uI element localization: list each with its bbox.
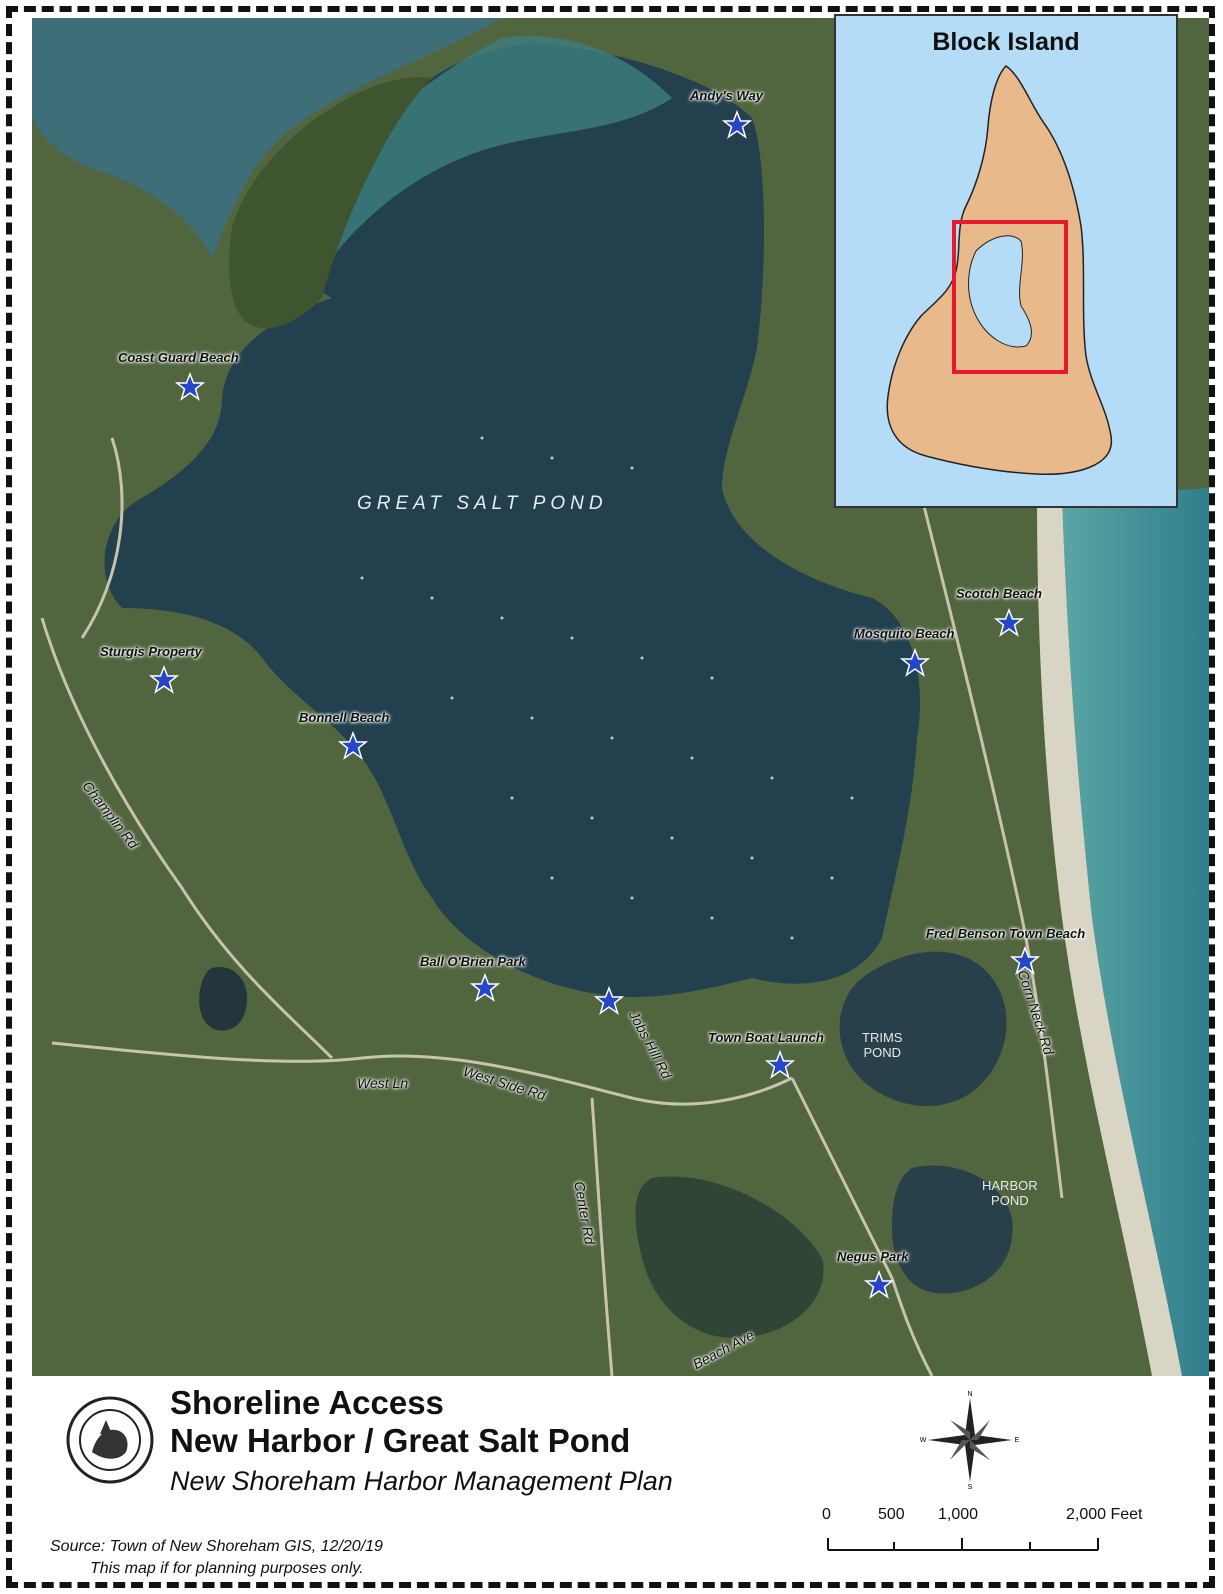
scale-label-2000: 2,000 Feet xyxy=(1066,1506,1143,1523)
inset-title: Block Island xyxy=(932,28,1080,56)
label-bonnell-beach: Bonnell Beach xyxy=(299,710,390,725)
access-star-ball-obrien-park[interactable] xyxy=(470,973,500,1003)
legend-panel: Shoreline Access New Harbor / Great Salt… xyxy=(32,1376,1209,1577)
map-frame xyxy=(6,6,1215,1588)
pond-label-trims: TRIMS POND xyxy=(862,1030,903,1060)
block-island-outline xyxy=(886,65,1113,475)
label-sturgis-property: Sturgis Property xyxy=(100,644,202,659)
compass-s: S xyxy=(968,1484,973,1490)
scale-label-1000: 1,000 xyxy=(938,1506,979,1523)
town-seal-icon xyxy=(66,1396,154,1484)
compass-e: E xyxy=(1015,1437,1020,1444)
inset-focus-box xyxy=(952,220,1068,374)
compass-w: W xyxy=(920,1437,927,1444)
scale-bar-lines xyxy=(827,1538,1099,1551)
label-fred-benson-town-beach: Fred Benson Town Beach xyxy=(926,926,1086,941)
access-star-mosquito-beach[interactable] xyxy=(900,648,930,678)
access-star-coast-guard-beach[interactable] xyxy=(175,372,205,402)
scale-label-500: 500 xyxy=(878,1506,905,1523)
access-star-scotch-beach[interactable] xyxy=(994,608,1024,638)
access-star-jobs-hill[interactable] xyxy=(594,986,624,1016)
label-ball-obrien-park: Ball O'Brien Park xyxy=(420,954,526,969)
legend-source: Source: Town of New Shoreham GIS, 12/20/… xyxy=(50,1538,383,1555)
scale-label-0: 0 xyxy=(822,1506,831,1523)
road-label-west-ln: West Ln xyxy=(357,1075,409,1091)
compass-rose-icon: N E S W xyxy=(920,1391,1020,1490)
inset-map: Block Island xyxy=(834,14,1178,508)
compass-n: N xyxy=(967,1391,972,1398)
access-star-andys-way[interactable] xyxy=(722,110,752,140)
label-mosquito-beach: Mosquito Beach xyxy=(854,626,955,641)
label-coast-guard-beach: Coast Guard Beach xyxy=(118,350,239,365)
great-salt-pond-label: GREAT SALT POND xyxy=(357,493,608,514)
access-star-negus-park[interactable] xyxy=(864,1270,894,1300)
access-star-town-boat-launch[interactable] xyxy=(765,1050,795,1080)
pond-label-harbor: HARBOR POND xyxy=(982,1178,1038,1208)
legend-note: This map if for planning purposes only. xyxy=(90,1560,364,1577)
access-star-bonnell-beach[interactable] xyxy=(338,731,368,761)
label-andys-way: Andy's Way xyxy=(690,88,763,103)
legend-subtitle: New Shoreham Harbor Management Plan xyxy=(170,1466,673,1496)
aerial-map[interactable]: GREAT SALT POND Andy's Way Coast Guard B… xyxy=(32,18,1209,1376)
access-star-fred-benson-town-beach[interactable] xyxy=(1010,946,1040,976)
label-negus-park: Negus Park xyxy=(837,1249,909,1264)
label-town-boat-launch: Town Boat Launch xyxy=(708,1030,824,1045)
scale-bar: 0 500 1,000 2,000 Feet xyxy=(812,1506,1172,1566)
legend-title-line2: New Harbor / Great Salt Pond xyxy=(170,1422,631,1459)
access-star-sturgis-property[interactable] xyxy=(149,665,179,695)
label-scotch-beach: Scotch Beach xyxy=(956,586,1042,601)
legend-title-line1: Shoreline Access xyxy=(170,1384,444,1421)
